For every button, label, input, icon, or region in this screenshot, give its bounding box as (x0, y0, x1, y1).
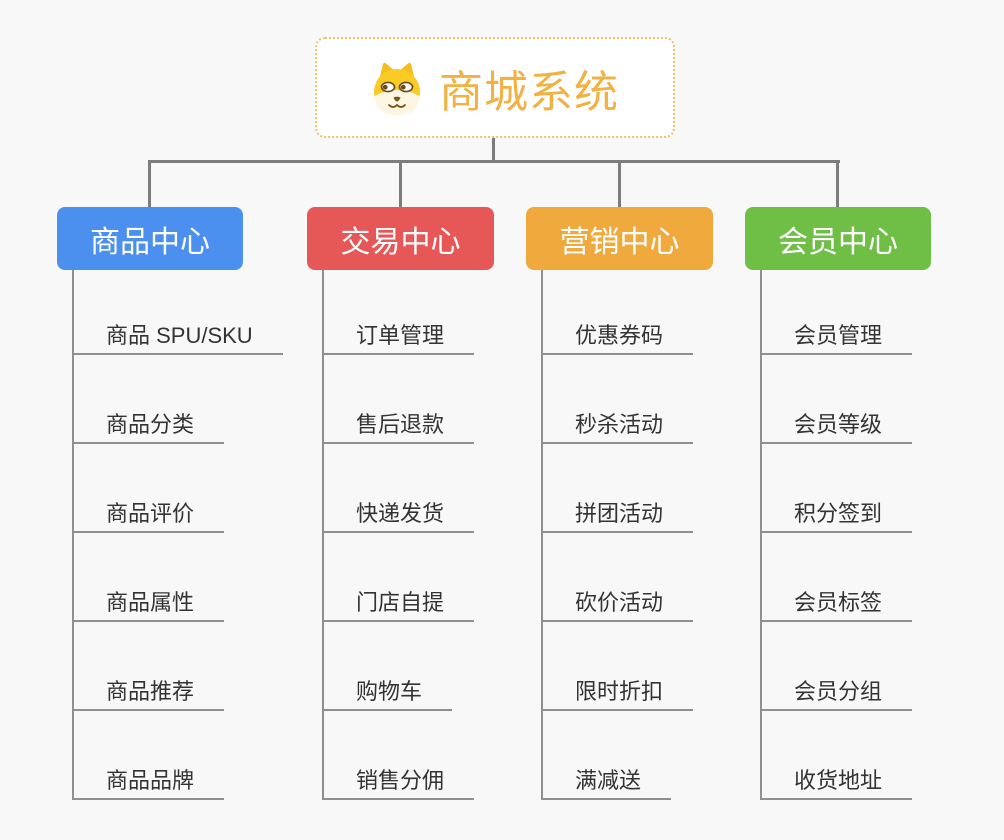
connector-root-stem (492, 138, 495, 162)
leaf-node[interactable]: 商品评价 (72, 501, 225, 533)
leaf-node[interactable]: 商品 SPU/SKU (72, 323, 283, 355)
connector-drop-3 (618, 162, 621, 207)
connector-trunk (541, 270, 543, 800)
root-node[interactable]: 商城系统 (315, 37, 675, 138)
leaf-node[interactable]: 订单管理 (322, 323, 475, 355)
connector-trunk (322, 270, 324, 800)
connector-drop-1 (148, 162, 151, 207)
leaf-node[interactable]: 会员分组 (760, 679, 913, 711)
leaf-node[interactable]: 会员等级 (760, 412, 913, 444)
branch-node-member-center[interactable]: 会员中心 (745, 207, 931, 270)
branch-node-product-center[interactable]: 商品中心 (57, 207, 243, 270)
root-title: 商城系统 (439, 67, 619, 117)
leaf-node[interactable]: 商品推荐 (72, 679, 225, 711)
leaf-node[interactable]: 秒杀活动 (541, 412, 694, 444)
leaf-node[interactable]: 积分签到 (760, 501, 913, 533)
leaf-node[interactable]: 购物车 (322, 679, 453, 711)
branch-node-marketing-center[interactable]: 营销中心 (526, 207, 713, 270)
leaf-node[interactable]: 拼团活动 (541, 501, 694, 533)
leaf-node[interactable]: 销售分佣 (322, 768, 475, 800)
connector-drop-4 (836, 162, 839, 207)
leaf-node[interactable]: 收货地址 (760, 768, 913, 800)
leaf-node[interactable]: 售后退款 (322, 412, 475, 444)
leaf-node[interactable]: 限时折扣 (541, 679, 694, 711)
connector-trunk (760, 270, 762, 800)
leaf-node[interactable]: 会员管理 (760, 323, 913, 355)
connector-drop-2 (399, 162, 402, 207)
connector-trunk (72, 270, 74, 800)
branch-node-trade-center[interactable]: 交易中心 (307, 207, 494, 270)
leaf-node[interactable]: 会员标签 (760, 590, 913, 622)
leaf-node[interactable]: 优惠券码 (541, 323, 694, 355)
leaf-node[interactable]: 门店自提 (322, 590, 475, 622)
leaf-node[interactable]: 满减送 (541, 768, 672, 800)
leaf-node[interactable]: 快递发货 (322, 501, 475, 533)
leaf-node[interactable]: 商品属性 (72, 590, 225, 622)
leaf-node[interactable]: 砍价活动 (541, 590, 694, 622)
leaf-node[interactable]: 商品品牌 (72, 768, 225, 800)
leaf-node[interactable]: 商品分类 (72, 412, 225, 444)
connector-bus (148, 160, 840, 163)
dog-icon (374, 62, 420, 115)
